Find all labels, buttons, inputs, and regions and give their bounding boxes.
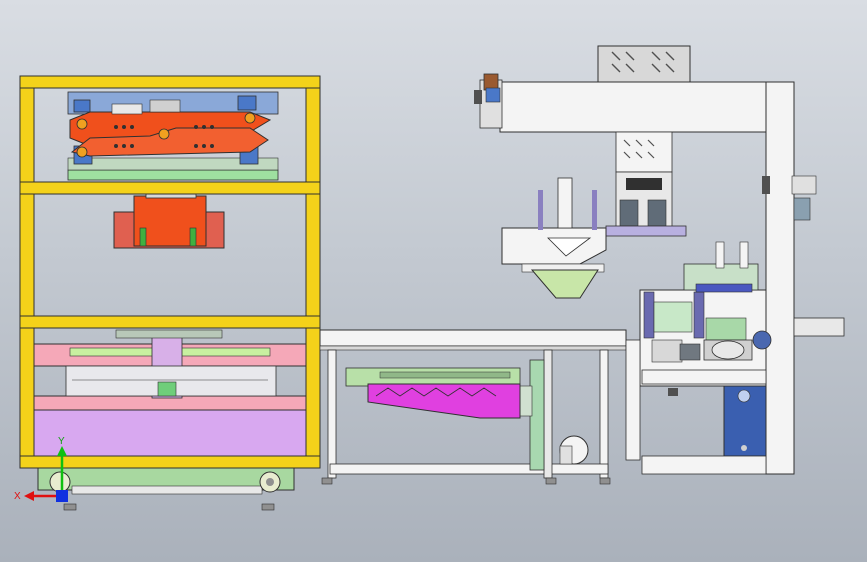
triad-x-label: X bbox=[14, 491, 21, 502]
magenta-truss bbox=[367, 383, 521, 419]
green-block bbox=[157, 381, 177, 397]
conveyor-top-rail bbox=[319, 329, 627, 347]
frame-post-left bbox=[19, 75, 35, 469]
vent-box-top bbox=[597, 45, 691, 83]
bottom-plate-green bbox=[67, 169, 279, 181]
portal-column-right bbox=[765, 81, 795, 475]
bag-hopper bbox=[501, 227, 607, 265]
frame-beam-bottom bbox=[19, 455, 321, 469]
lift-frame-assembly bbox=[19, 75, 321, 511]
conveyor-assembly bbox=[319, 329, 627, 485]
coordinate-triad: Y X bbox=[14, 436, 68, 502]
packing-machine-assembly bbox=[474, 45, 845, 475]
triad-z-axis bbox=[56, 490, 68, 502]
triad-y-label: Y bbox=[58, 436, 65, 447]
overhead-beam bbox=[499, 81, 795, 133]
frame-beam-lower-mid bbox=[19, 315, 321, 329]
frame-beam-upper-mid bbox=[19, 181, 321, 195]
frame-beam-top bbox=[19, 75, 321, 89]
lavender-base-block bbox=[33, 407, 307, 461]
caster-wheel-left bbox=[49, 471, 71, 493]
vertical-actuator bbox=[615, 131, 673, 173]
scissor-arm-lower bbox=[70, 127, 269, 157]
hopper-funnel bbox=[530, 269, 599, 299]
frame-post-right bbox=[305, 75, 321, 469]
